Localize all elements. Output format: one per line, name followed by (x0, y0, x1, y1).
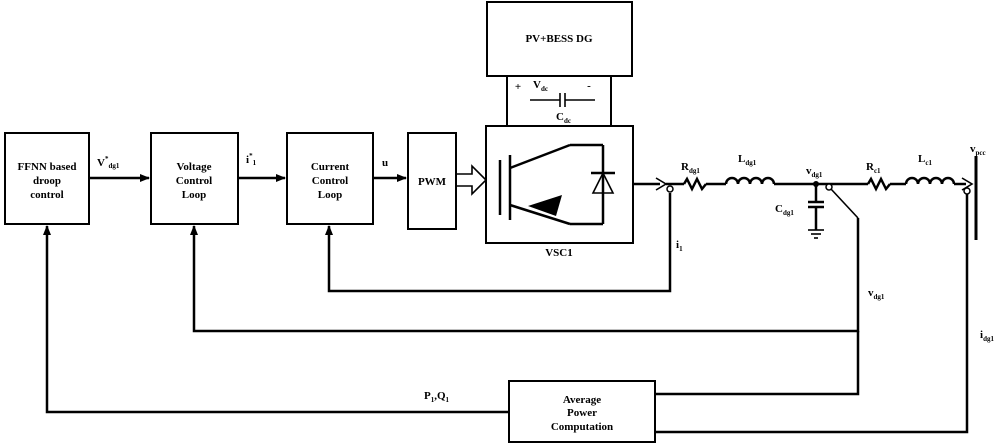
vdg1-to-avg-line (655, 331, 860, 396)
dc-capacitor-symbol (530, 93, 595, 107)
ffnn-line-3: control (30, 189, 63, 201)
pwm-to-vsc-arrow (455, 164, 488, 196)
iref-label: i*1 (246, 152, 257, 167)
idg1-label: idg1 (980, 329, 994, 343)
voltage-control-loop-block: Voltage Control Loop (150, 132, 239, 225)
current-control-loop-block: Current Control Loop (286, 132, 374, 225)
voltage-line-1: Voltage (176, 161, 211, 173)
vdg1-feedback-line (190, 218, 860, 333)
ldg1-label: Ldg1 (738, 153, 757, 167)
idg1-sensor-node (963, 187, 971, 195)
diode-symbol (591, 145, 615, 224)
rdg1-label: Rdg1 (681, 161, 700, 175)
ffnn-line-2: droop (33, 175, 61, 187)
avg-line-2: Power (567, 407, 597, 419)
vdg1-feedback-label: vdg1 (868, 287, 885, 301)
vdg1-node-label: vdg1 (806, 165, 823, 179)
ffnn-line-1: FFNN based (18, 161, 77, 173)
igbt-symbol (498, 143, 603, 226)
vdg1-sensor-node (825, 183, 833, 191)
idg1-feedback-line (655, 194, 969, 434)
u-label: u (382, 157, 388, 169)
ffnn-droop-control-block: FFNN based droop control (4, 132, 90, 225)
vdg1-sense-lead (830, 188, 859, 219)
current-line-2: Control (312, 175, 348, 187)
pq-feedback-line (43, 225, 509, 414)
i1-feedback-line (325, 193, 672, 293)
pq-label: P1,Q1 (424, 390, 450, 404)
pv-bess-dg-block: PV+BESS DG (486, 1, 633, 77)
vsc1-label: VSC1 (545, 247, 573, 259)
dc-link-box: + - Vdc Cdc (506, 75, 612, 127)
ldg1-inductor (724, 176, 776, 185)
voltage-line-3: Loop (182, 189, 206, 201)
vdc-label: Vdc (533, 79, 548, 93)
cdc-label: Cdc (556, 111, 571, 125)
vref-label: V*dg1 (97, 155, 120, 170)
rc1-resistor (866, 176, 891, 192)
rc1-label: Rc1 (866, 161, 881, 175)
voltage-line-2: Control (176, 175, 212, 187)
i1-sensor-node (666, 185, 674, 193)
dc-minus: - (587, 80, 591, 92)
pv-bess-label: PV+BESS DG (525, 33, 593, 45)
lc1-label: Lc1 (918, 153, 932, 167)
cdg1-label: Cdg1 (775, 203, 794, 217)
average-power-computation-block: Average Power Computation (508, 380, 656, 443)
current-line-1: Current (311, 161, 350, 173)
vsc1-block (485, 125, 634, 244)
pwm-block: PWM (407, 132, 457, 230)
dc-plus: + (515, 81, 521, 93)
lc1-inductor (904, 176, 956, 185)
vpcc-label: vpcc (970, 143, 986, 157)
avg-line-3: Computation (551, 421, 613, 433)
current-line-3: Loop (318, 189, 342, 201)
i1-label: i1 (676, 239, 683, 253)
rdg1-resistor (682, 176, 707, 192)
pwm-label: PWM (418, 176, 447, 188)
avg-line-1: Average (563, 394, 601, 406)
cdg1-capacitor (808, 184, 824, 239)
